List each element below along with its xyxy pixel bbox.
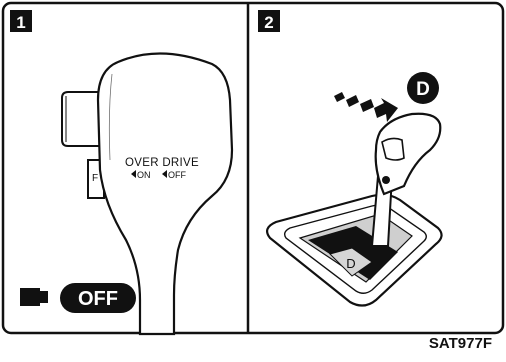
lever-pivot [382, 176, 390, 184]
gear-d-badge-label: D [416, 79, 430, 100]
panel-1-number: 1 [16, 13, 25, 32]
shift-knob-side-block [62, 92, 100, 146]
panel-2-number: 2 [264, 13, 273, 32]
off-button-label: OFF [78, 288, 118, 310]
panel-2: 2 D D [258, 10, 442, 306]
overdrive-on-label: ON [137, 170, 151, 180]
overdrive-switch-label: OVER DRIVE [125, 157, 199, 169]
lever-release-button [382, 138, 404, 160]
gate-d-label: D [346, 256, 355, 271]
side-switch-letter: F [92, 173, 98, 184]
indicator-square-icon [20, 288, 40, 306]
panel-1: 1 F OVER DRIVE ON OFF OFF [10, 10, 232, 334]
figure-code: SAT977F [429, 335, 492, 352]
overdrive-off-label: OFF [168, 170, 186, 180]
push-direction-arrow-icon [334, 92, 398, 122]
